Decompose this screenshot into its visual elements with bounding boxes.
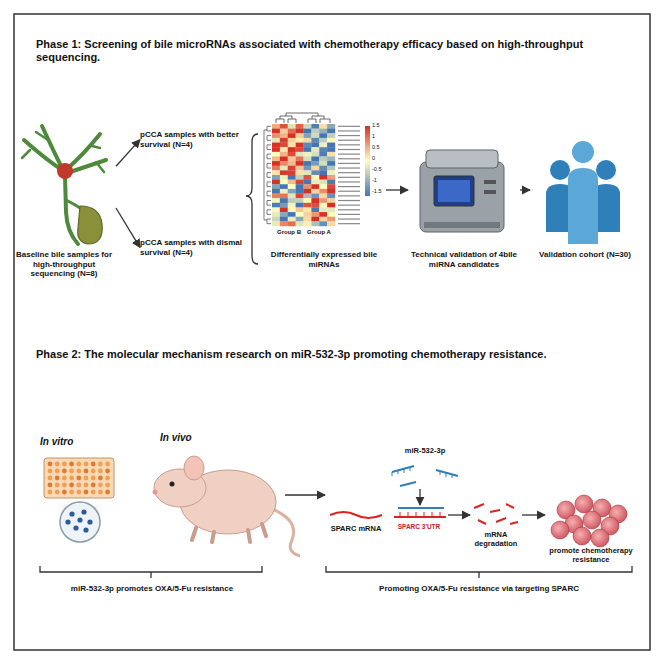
- node-text: In vivo: [160, 432, 285, 444]
- scale-value: -1.5: [372, 188, 386, 195]
- node-text: SPARC 3'UTR: [390, 523, 448, 531]
- mrna-fragments: [474, 504, 518, 524]
- group-tag: Group B: [274, 229, 304, 236]
- bracket: [40, 566, 262, 578]
- arrow-connector: [386, 189, 408, 190]
- node-text: pCCA samples with dismal survival (N=4): [140, 238, 246, 257]
- node-text: Technical validation of 4bile miRNA cand…: [408, 250, 520, 269]
- color-bar: [365, 126, 370, 196]
- in-vivo-panel: In vivo: [160, 432, 285, 552]
- arrow-connector: [419, 489, 420, 505]
- degradation-node: mRNA degradation: [470, 500, 522, 548]
- scale-value: 1: [372, 133, 386, 140]
- phase-title: Phase 2: The molecular mechanism researc…: [36, 348, 636, 361]
- node-text: In vitro: [40, 436, 130, 448]
- arrow-connector: [116, 140, 140, 167]
- qpcr-step: Technical validation of 4bile miRNA cand…: [408, 130, 520, 269]
- resistance-node: promote chemotherapy resistance: [545, 492, 637, 564]
- arrow-connector: [285, 494, 325, 495]
- qpcr-machine: [420, 150, 504, 232]
- tumor: [57, 163, 73, 179]
- sample-source: Baseline bile samples for high-throughpu…: [12, 118, 116, 279]
- group-label: pCCA samples with dismal survival (N=4): [140, 238, 246, 257]
- mirna-strands: [392, 466, 458, 486]
- node-text: Validation cohort (N=30): [530, 250, 640, 260]
- arrow-connector: [522, 514, 545, 515]
- arrow-connector: [448, 514, 470, 515]
- node-text: promote chemotherapy resistance: [545, 546, 637, 564]
- frame: [14, 14, 650, 650]
- node-text: pCCA samples with better survival (N=4): [140, 130, 246, 149]
- heatmap-panel: Differentially expressed bile miRNAs: [262, 112, 386, 269]
- node-text: miR-532-3p: [380, 446, 470, 455]
- arrow-connector: [520, 189, 530, 190]
- phase-title: Phase 1: Screening of bile microRNAs ass…: [36, 38, 636, 64]
- biliary-tree: [22, 126, 106, 244]
- group-tag: Group A: [304, 229, 334, 236]
- mrna-strand: [330, 508, 446, 518]
- gallbladder: [78, 206, 103, 244]
- bracket-caption: Promoting OXA/5-Fu resistance via target…: [326, 584, 632, 594]
- well-plate: [44, 458, 114, 498]
- bracket-caption: miR-532-3p promotes OXA/5-Fu resistance: [36, 584, 268, 594]
- node-text: Baseline bile samples for high-throughpu…: [12, 250, 116, 279]
- nude-mouse: [153, 456, 301, 556]
- scale-value: 0.5: [372, 144, 386, 151]
- node-text: mRNA degradation: [470, 530, 522, 548]
- group-label: pCCA samples with better survival (N=4): [140, 130, 246, 149]
- bracket: [326, 566, 632, 578]
- validation-cohort: Validation cohort (N=30): [530, 130, 640, 260]
- scale-value: -0.5: [372, 166, 386, 173]
- people-icon: [546, 141, 620, 244]
- petri-dish: [60, 502, 100, 542]
- node-text: Differentially expressed bile miRNAs: [262, 250, 386, 269]
- utr-node: SPARC 3'UTR: [390, 505, 448, 531]
- bracket: [246, 134, 258, 264]
- mrna-node: SPARC mRNA: [325, 488, 387, 533]
- arrow-connector: [116, 208, 140, 248]
- scale-value: 1.5: [372, 122, 386, 129]
- tumor-cells: [551, 495, 627, 547]
- scale-value: 0: [372, 155, 386, 162]
- mirna-node: miR-532-3p: [380, 446, 470, 489]
- in-vitro-panel: In vitro: [40, 436, 130, 548]
- node-text: SPARC mRNA: [325, 524, 387, 533]
- heatmap: [264, 113, 360, 226]
- scale-value: -1: [372, 177, 386, 184]
